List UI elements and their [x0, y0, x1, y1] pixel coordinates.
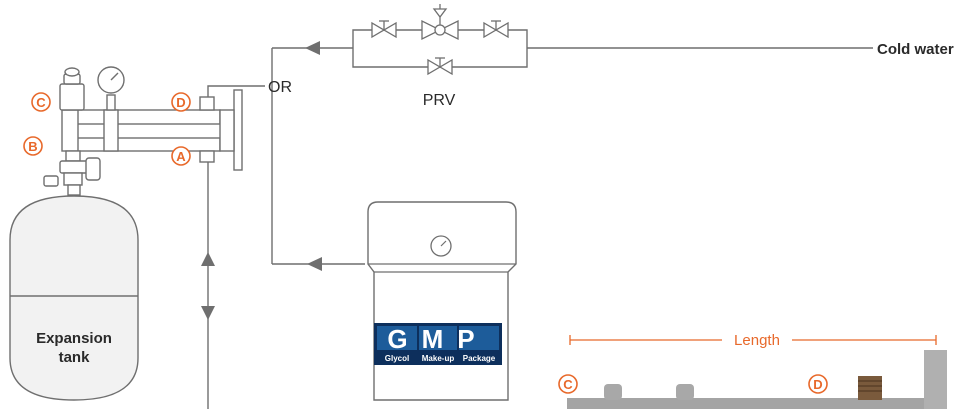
- marker-d-detail: D: [808, 374, 828, 394]
- length-label: Length: [734, 332, 780, 349]
- gate-valve-bypass: [427, 57, 453, 76]
- marker-d: D: [171, 92, 191, 112]
- marker-a: A: [171, 146, 191, 166]
- flow-arrow-gmp: [307, 257, 322, 271]
- gmp-unit: GMP Glycol Make-up Package: [367, 201, 517, 401]
- marker-b: B: [23, 136, 43, 156]
- svg-text:B: B: [28, 139, 37, 154]
- manifold-detail-photo: [567, 350, 947, 409]
- manifold-assembly: [43, 66, 243, 409]
- tank-label-line1: Expansion: [36, 330, 112, 347]
- svg-text:C: C: [563, 377, 573, 392]
- svg-text:C: C: [36, 95, 46, 110]
- flow-arrow-up: [201, 252, 215, 266]
- flow-arrow-top: [305, 41, 320, 55]
- cold-water-label: Cold water: [877, 41, 954, 58]
- tank-label-line2: tank: [59, 349, 91, 366]
- gmp-logo-sub-3: Package: [463, 354, 496, 363]
- gate-valve-left: [371, 20, 397, 39]
- gmp-logo-sub-2: Make-up: [422, 354, 455, 363]
- connection-to-or: [207, 85, 265, 97]
- prv-label: PRV: [423, 92, 456, 109]
- expansion-tank: Expansion tank: [9, 195, 139, 401]
- svg-text:D: D: [176, 95, 185, 110]
- marker-c: C: [31, 92, 51, 112]
- gmp-logo-letters: GMP: [387, 324, 488, 354]
- gate-valve-right: [483, 20, 509, 39]
- flow-arrow-down: [201, 306, 215, 320]
- svg-text:D: D: [813, 377, 822, 392]
- cold-water-pipework: [271, 29, 873, 265]
- pressure-reducing-valve: [421, 4, 459, 41]
- svg-text:A: A: [176, 149, 186, 164]
- length-dimension: [569, 335, 937, 345]
- or-label: OR: [268, 79, 292, 96]
- marker-c-detail: C: [558, 374, 578, 394]
- gmp-logo-sub-1: Glycol: [385, 354, 409, 363]
